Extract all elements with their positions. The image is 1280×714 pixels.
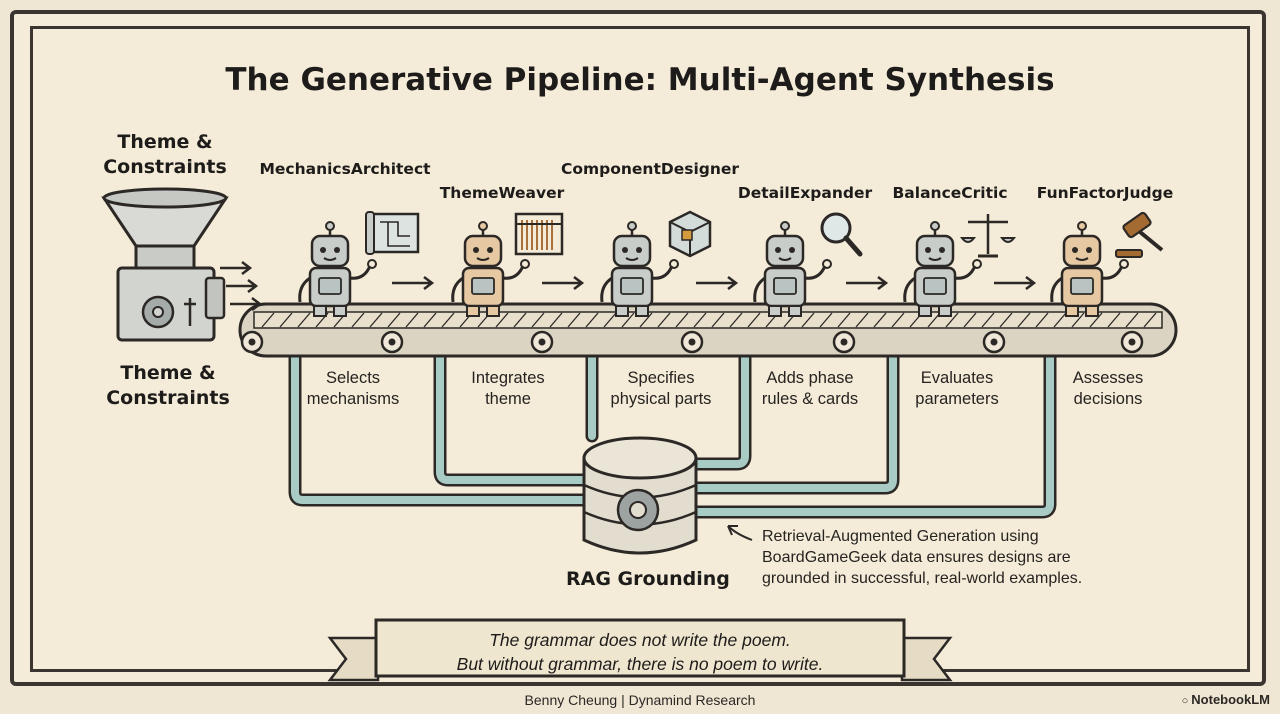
quote-text: The grammar does not write the poem. But… xyxy=(456,630,824,674)
agent-name-detail-expander: DetailExpander xyxy=(737,184,873,202)
footer-brand: ○NotebookLM xyxy=(1182,692,1270,707)
agent-desc-mechanics-architect: Selects mechanisms xyxy=(306,369,400,408)
blueprint-icon xyxy=(365,211,420,255)
robot-agent xyxy=(1050,221,1129,317)
gavel-icon xyxy=(1115,211,1164,258)
scales-icon xyxy=(959,214,1017,258)
agents xyxy=(298,221,1129,317)
agent-tools xyxy=(365,210,1164,258)
flow-arrow xyxy=(392,276,435,290)
flow-arrow xyxy=(994,276,1037,290)
agent-name-component-designer: ComponentDesigner xyxy=(560,160,740,178)
page-title: The Generative Pipeline: Multi-Agent Syn… xyxy=(225,62,1055,98)
hopper-machine-icon xyxy=(101,187,229,342)
input-label-bottom: Theme & Constraints xyxy=(106,362,230,409)
robot-agent xyxy=(753,221,832,317)
flow-arrow xyxy=(846,276,889,290)
cube-icon xyxy=(668,210,712,258)
database-gear-icon xyxy=(582,436,698,555)
robot-agent xyxy=(600,221,679,317)
conveyor-belt xyxy=(238,302,1178,358)
robot-agent xyxy=(451,221,530,317)
rag-title: RAG Grounding xyxy=(566,568,730,590)
footer-credit: Benny Cheung | Dynamind Research xyxy=(524,692,756,708)
agent-desc-fun-factor-judge: Assesses decisions xyxy=(1072,369,1144,408)
input-arrows xyxy=(220,261,263,311)
rag-note: Retrieval-Augmented Generation using Boa… xyxy=(762,528,1083,587)
notebooklm-logo-icon: ○ xyxy=(1181,695,1189,707)
agent-desc-component-designer: Specifies physical parts xyxy=(610,369,712,408)
footer-brand-label: NotebookLM xyxy=(1191,692,1270,707)
robot-agent xyxy=(298,221,377,317)
rag-pipes xyxy=(288,333,1057,519)
quote-banner xyxy=(327,618,953,682)
flow-arrow xyxy=(542,276,585,290)
agent-desc-detail-expander: Adds phase rules & cards xyxy=(761,369,859,408)
agent-desc-balance-critic: Evaluates parameters xyxy=(915,369,999,408)
robot-agent xyxy=(903,221,982,317)
agent-name-mechanics-architect: MechanicsArchitect xyxy=(259,160,431,178)
loom-icon xyxy=(514,212,564,256)
agent-name-balance-critic: BalanceCritic xyxy=(892,184,1008,202)
agent-name-fun-factor-judge: FunFactorJudge xyxy=(1036,184,1174,202)
input-label-top: Theme & Constraints xyxy=(103,131,227,178)
flow-arrow xyxy=(696,276,739,290)
magnifier-icon xyxy=(820,212,863,257)
flow-arrows xyxy=(392,276,1037,290)
agent-desc-theme-weaver: Integrates theme xyxy=(471,369,545,408)
agent-name-theme-weaver: ThemeWeaver xyxy=(439,184,565,202)
